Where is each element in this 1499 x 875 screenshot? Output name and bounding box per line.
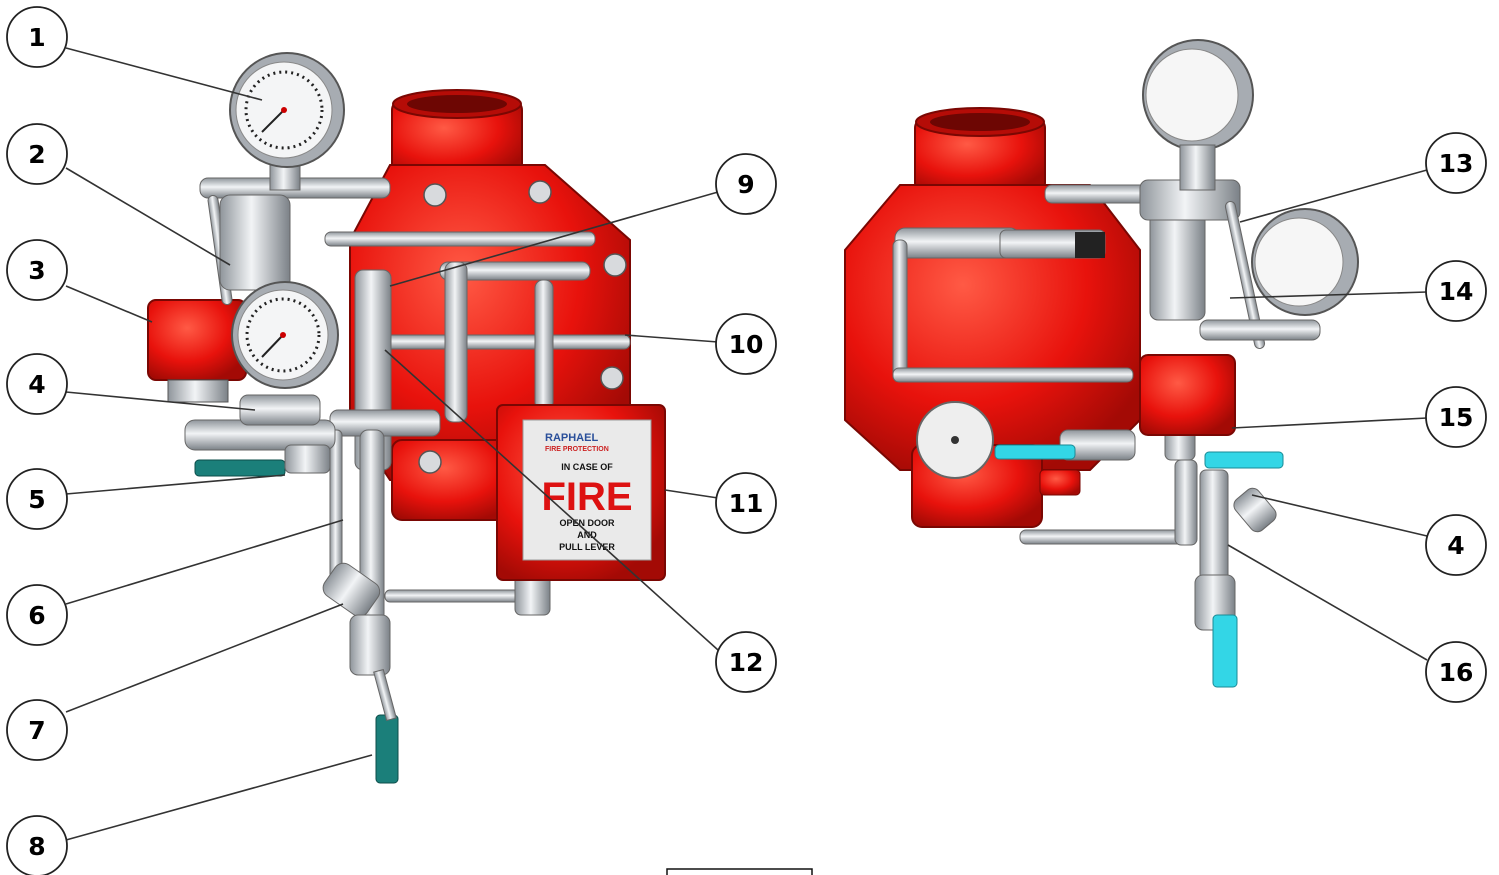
svg-text:14: 14 bbox=[1439, 277, 1474, 306]
callout-3: 3 bbox=[6, 239, 68, 301]
ball-valve-handle-right bbox=[994, 444, 1076, 460]
svg-text:16: 16 bbox=[1439, 658, 1474, 687]
left-trim-piping bbox=[184, 177, 631, 676]
callout-2: 2 bbox=[6, 123, 68, 185]
callout-16: 16 bbox=[1425, 641, 1487, 703]
svg-text:7: 7 bbox=[28, 716, 45, 745]
fire-box-line4: PULL LEVER bbox=[559, 542, 615, 552]
pressure-gauge-lower-right bbox=[1251, 208, 1359, 316]
callout-12: 12 bbox=[715, 631, 777, 693]
callout-13: 13 bbox=[1425, 132, 1487, 194]
svg-text:9: 9 bbox=[737, 170, 754, 199]
emergency-release-box: RAPHAEL FIRE PROTECTION IN CASE OF FIRE … bbox=[496, 404, 666, 581]
right-valve-body bbox=[844, 107, 1141, 528]
fire-box-line3: AND bbox=[577, 530, 597, 540]
left-valve-view: RAPHAEL FIRE PROTECTION IN CASE OF FIRE … bbox=[147, 52, 666, 784]
bottom-frame bbox=[666, 868, 813, 875]
pressure-gauge-lower-left bbox=[231, 281, 339, 389]
callout-10: 10 bbox=[715, 313, 777, 375]
pressure-switch-left bbox=[147, 299, 247, 403]
svg-text:10: 10 bbox=[729, 330, 764, 359]
callout-bubbles: 1 2 3 4 5 6 7 8 bbox=[6, 6, 1487, 875]
svg-text:12: 12 bbox=[729, 648, 764, 677]
svg-text:13: 13 bbox=[1439, 149, 1474, 178]
ball-valve-handle-right-2 bbox=[1204, 451, 1284, 469]
fire-box-brand-sub: FIRE PROTECTION bbox=[545, 446, 609, 453]
svg-text:1: 1 bbox=[28, 23, 45, 52]
callout-4-right: 4 bbox=[1425, 514, 1487, 576]
callout-15: 15 bbox=[1425, 386, 1487, 448]
svg-text:15: 15 bbox=[1439, 403, 1474, 432]
callout-14: 14 bbox=[1425, 260, 1487, 322]
callout-6: 6 bbox=[6, 584, 68, 646]
svg-text:3: 3 bbox=[28, 256, 45, 285]
leader-lines bbox=[65, 47, 1428, 841]
svg-text:11: 11 bbox=[729, 489, 764, 518]
svg-text:5: 5 bbox=[28, 485, 45, 514]
drain-valve-handle-left bbox=[375, 714, 399, 784]
svg-text:4: 4 bbox=[1447, 531, 1464, 560]
fire-box-line1: IN CASE OF bbox=[561, 462, 613, 472]
fire-box-fire-text: FIRE bbox=[541, 475, 632, 519]
right-valve-view bbox=[844, 39, 1359, 688]
callout-1: 1 bbox=[6, 6, 68, 68]
callout-4: 4 bbox=[6, 353, 68, 415]
fire-box-brand: RAPHAEL bbox=[545, 432, 598, 444]
drain-valve-handle-right bbox=[1212, 614, 1238, 688]
svg-text:8: 8 bbox=[28, 832, 45, 861]
callout-9: 9 bbox=[715, 153, 777, 215]
ball-valve-handle-left bbox=[194, 459, 286, 477]
callout-7: 7 bbox=[6, 699, 68, 761]
pressure-gauge-upper-left bbox=[229, 52, 345, 191]
callout-11: 11 bbox=[715, 472, 777, 534]
svg-text:2: 2 bbox=[28, 140, 45, 169]
fire-box-line2: OPEN DOOR bbox=[559, 518, 615, 528]
pressure-gauge-upper-right bbox=[1142, 39, 1254, 191]
callout-5: 5 bbox=[6, 468, 68, 530]
callout-8: 8 bbox=[6, 815, 68, 875]
pressure-switch-right bbox=[1139, 354, 1236, 436]
svg-text:6: 6 bbox=[28, 601, 45, 630]
svg-text:4: 4 bbox=[28, 370, 45, 399]
